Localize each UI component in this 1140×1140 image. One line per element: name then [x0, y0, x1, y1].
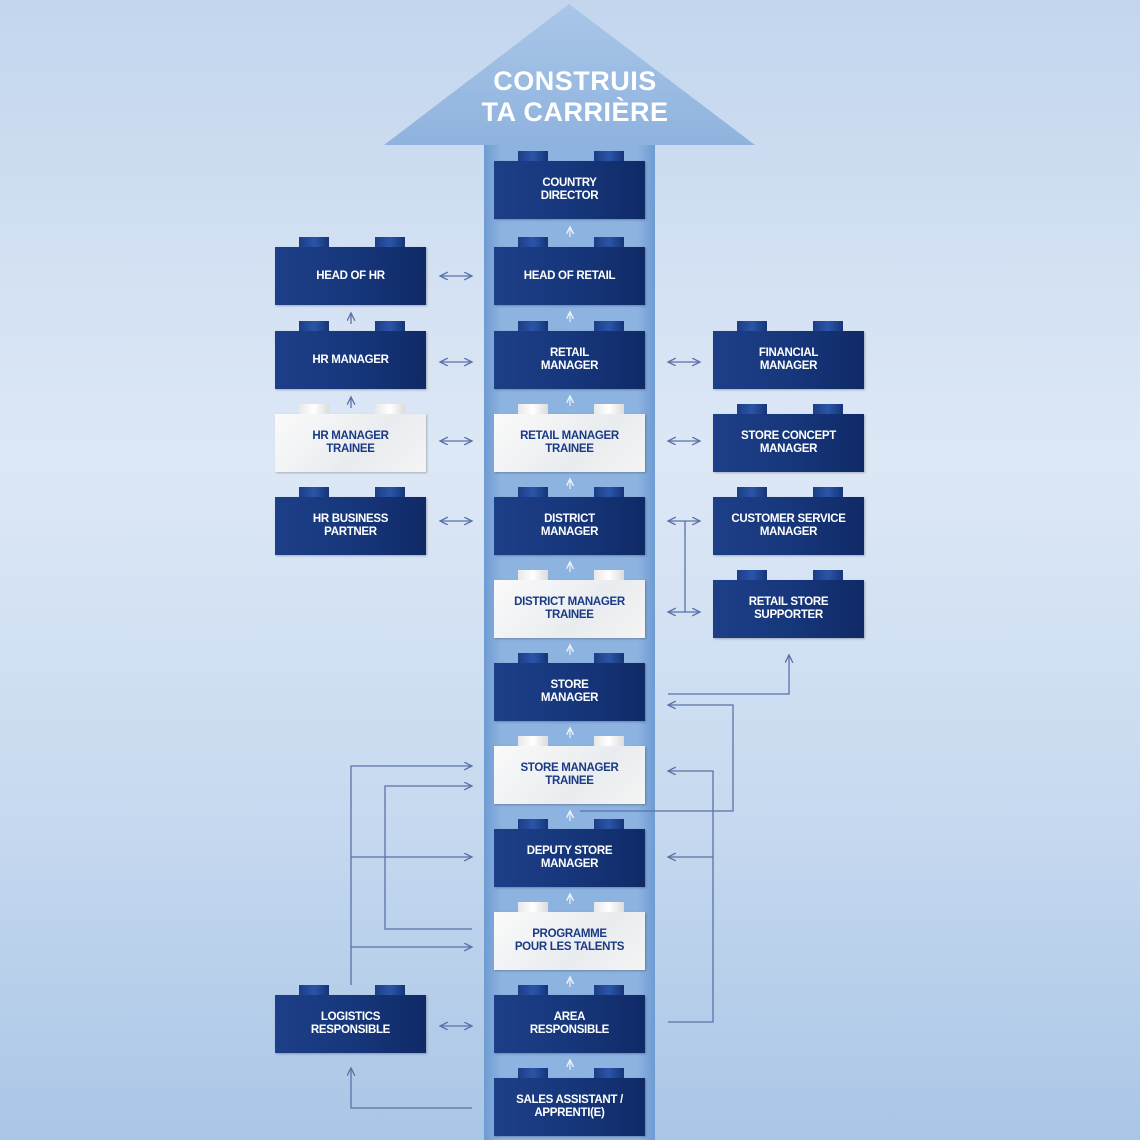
brick-label: SALES ASSISTANT / APPRENTI(E)	[516, 1094, 623, 1119]
brick-label: HEAD OF HR	[316, 269, 385, 282]
brick-stud	[299, 985, 329, 995]
brick-label: HR BUSINESS PARTNER	[312, 513, 389, 538]
brick-district-manager: DISTRICT MANAGER	[494, 487, 645, 555]
brick-stud	[594, 487, 624, 497]
brick-stud	[737, 570, 767, 580]
brick-stud	[518, 487, 548, 497]
brick-stud	[518, 985, 548, 995]
brick-store-concept-manager: STORE CONCEPT MANAGER	[713, 404, 864, 472]
brick-label: HR MANAGER	[312, 353, 389, 366]
brick-label: STORE CONCEPT MANAGER	[741, 430, 836, 455]
brick-stud	[375, 985, 405, 995]
brick-stud	[737, 487, 767, 497]
brick-stud	[813, 570, 843, 580]
brick-label: FINANCIAL MANAGER	[758, 347, 819, 372]
brick-stud	[594, 404, 624, 414]
brick-stud	[594, 1068, 624, 1078]
brick-stud	[594, 819, 624, 829]
brick-label: CUSTOMER SERVICE MANAGER	[731, 513, 846, 538]
brick-stud	[518, 653, 548, 663]
brick-stud	[737, 321, 767, 331]
brick-stud	[594, 570, 624, 580]
brick-stud	[594, 902, 624, 912]
brick-retail-manager: RETAIL MANAGER	[494, 321, 645, 389]
brick-head-of-retail: HEAD OF RETAIL	[494, 237, 645, 305]
brick-deputy-store-manager: DEPUTY STORE MANAGER	[494, 819, 645, 887]
brick-stud	[518, 321, 548, 331]
brick-customer-service-manager: CUSTOMER SERVICE MANAGER	[713, 487, 864, 555]
brick-stud	[594, 151, 624, 161]
brick-label: HR MANAGER TRAINEE	[312, 430, 389, 455]
brick-stud	[375, 487, 405, 497]
brick-label: RETAIL STORE SUPPORTER	[748, 596, 829, 621]
brick-label: LOGISTICS RESPONSIBLE	[310, 1011, 391, 1036]
brick-stud	[375, 404, 405, 414]
brick-stud	[813, 404, 843, 414]
brick-head-of-hr: HEAD OF HR	[275, 237, 426, 305]
brick-stud	[518, 570, 548, 580]
brick-label: RETAIL MANAGER	[540, 347, 599, 372]
brick-stud	[813, 487, 843, 497]
brick-label: RETAIL MANAGER TRAINEE	[520, 430, 619, 455]
brick-stud	[594, 985, 624, 995]
brick-stud	[518, 237, 548, 247]
brick-store-manager-trainee: STORE MANAGER TRAINEE	[494, 736, 645, 804]
brick-hr-manager-trainee: HR MANAGER TRAINEE	[275, 404, 426, 472]
brick-hr-manager: HR MANAGER	[275, 321, 426, 389]
brick-stud	[299, 487, 329, 497]
brick-stud	[518, 736, 548, 746]
arrow-head	[384, 4, 755, 145]
brick-stud	[594, 321, 624, 331]
brick-stud	[375, 321, 405, 331]
brick-label: STORE MANAGER TRAINEE	[520, 762, 619, 787]
brick-retail-manager-trainee: RETAIL MANAGER TRAINEE	[494, 404, 645, 472]
brick-store-manager: STORE MANAGER	[494, 653, 645, 721]
brick-stud	[518, 819, 548, 829]
brick-label: AREA RESPONSIBLE	[529, 1011, 610, 1036]
connector-lines	[351, 276, 789, 1109]
brick-retail-store-supporter: RETAIL STORE SUPPORTER	[713, 570, 864, 638]
brick-logistics-responsible: LOGISTICS RESPONSIBLE	[275, 985, 426, 1053]
brick-stud	[594, 237, 624, 247]
brick-label: HEAD OF RETAIL	[523, 269, 616, 282]
brick-stud	[518, 151, 548, 161]
brick-stud	[813, 321, 843, 331]
brick-stud	[518, 902, 548, 912]
brick-programme-talents: PROGRAMME POUR LES TALENTS	[494, 902, 645, 970]
brick-label: DEPUTY STORE MANAGER	[526, 845, 613, 870]
brick-label: DISTRICT MANAGER	[540, 513, 599, 538]
brick-label: DISTRICT MANAGER TRAINEE	[514, 596, 625, 621]
brick-country-director: COUNTRY DIRECTOR	[494, 151, 645, 219]
title-line-2: TA CARRIÈRE	[481, 97, 669, 127]
brick-label: PROGRAMME POUR LES TALENTS	[514, 928, 625, 953]
brick-hr-business-partner: HR BUSINESS PARTNER	[275, 487, 426, 555]
brick-stud	[594, 736, 624, 746]
brick-financial-manager: FINANCIAL MANAGER	[713, 321, 864, 389]
brick-stud	[375, 237, 405, 247]
title-line-1: CONSTRUIS	[493, 66, 657, 96]
brick-stud	[737, 404, 767, 414]
brick-district-manager-trainee: DISTRICT MANAGER TRAINEE	[494, 570, 645, 638]
brick-stud	[518, 1068, 548, 1078]
brick-area-responsible: AREA RESPONSIBLE	[494, 985, 645, 1053]
brick-stud	[299, 321, 329, 331]
brick-sales-assistant: SALES ASSISTANT / APPRENTI(E)	[494, 1068, 645, 1136]
brick-label: COUNTRY DIRECTOR	[540, 177, 599, 202]
brick-stud	[299, 404, 329, 414]
brick-label: STORE MANAGER	[540, 679, 599, 704]
brick-stud	[594, 653, 624, 663]
brick-stud	[518, 404, 548, 414]
brick-stud	[299, 237, 329, 247]
